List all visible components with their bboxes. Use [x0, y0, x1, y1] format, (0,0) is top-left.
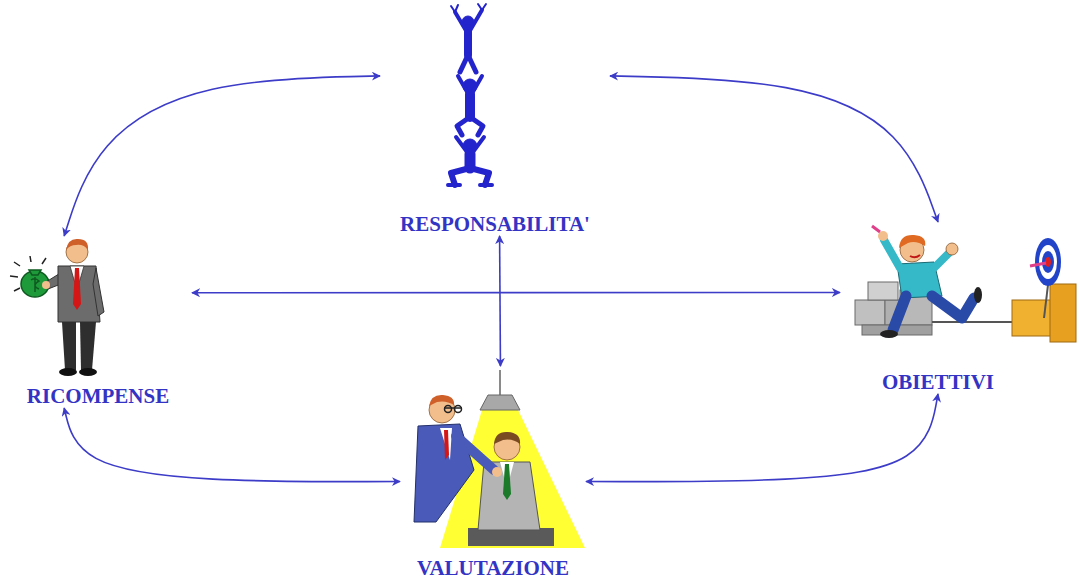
target-figure: [1012, 238, 1076, 342]
interrogation-figure-part: [445, 406, 452, 413]
dart-thrower-figure-part: [899, 235, 925, 248]
double-arrow: [64, 76, 380, 236]
target-figure-part: [1035, 238, 1061, 286]
businessman-figure: [10, 239, 104, 376]
dart-thrower-figure-part: [974, 287, 982, 303]
acrobats-figure-part: [455, 10, 482, 34]
acrobats-figure-part: [458, 76, 482, 97]
businessman-figure-part: [29, 270, 41, 275]
acrobats-figure-part: [448, 183, 492, 187]
interrogation-figure-part: [499, 370, 501, 395]
businessman-figure-part: [66, 239, 88, 250]
businessman-figure-part: [31, 277, 39, 292]
interrogation-figure-part: [444, 407, 462, 409]
interrogation-figure-part: [480, 395, 520, 410]
businessman-figure-part: [42, 281, 50, 289]
dart-thrower-figure-part: [893, 296, 906, 330]
interrogation-figure: [414, 370, 585, 548]
figure-label: RESPONSABILITA': [400, 212, 590, 236]
figure-label: VALUTAZIONE: [417, 556, 569, 580]
double-arrow: [192, 292, 840, 294]
labelled-figure: RESPONSABILITA': [380, 4, 610, 236]
interrogation-figure-part: [456, 436, 494, 470]
labelled-figure: OBIETTIVI: [840, 222, 1036, 394]
target-figure-part: [1045, 257, 1051, 267]
interrogation-figure-part: [478, 462, 540, 530]
dart-thrower-figure-part: [932, 296, 974, 318]
businessman-figure-part: [21, 271, 49, 297]
interrogation-figure-part: [444, 430, 449, 460]
businessman-figure-part: [62, 322, 76, 370]
acrobats-figure-part: [456, 137, 484, 156]
interrogation-figure-part: [503, 464, 511, 500]
dart-thrower-figure-part: [946, 243, 958, 255]
double-arrow: [610, 76, 938, 222]
dart-thrower-figure-part: [868, 282, 898, 300]
acrobats-figure-part: [460, 55, 476, 72]
dart-thrower-figure-part: [934, 252, 950, 268]
labelled-figure: RICOMPENSE: [4, 236, 192, 408]
figure-label: OBIETTIVI: [882, 370, 994, 394]
businessman-figure-part: [58, 266, 100, 322]
interrogation-figure-part: [455, 406, 462, 413]
figure-label: RICOMPENSE: [27, 384, 169, 408]
interrogation-figure-part: [492, 467, 502, 477]
dart-thrower-figure-part: [855, 300, 885, 325]
dart-thrower-figure-part: [910, 255, 920, 257]
acrobats-figure-part: [451, 168, 489, 185]
dart-thrower-figure-part: [880, 330, 898, 338]
double-arrow: [586, 394, 938, 482]
interrogation-figure-part: [429, 395, 454, 406]
interrogation-figure-part: [440, 428, 452, 460]
interrogation-figure-part: [468, 528, 554, 546]
businessman-figure-part: [59, 368, 77, 376]
acrobats-figure-part: [451, 4, 486, 12]
double-arrow: [499, 236, 501, 366]
target-figure-part: [1044, 285, 1048, 318]
businessman-figure-part: [93, 268, 104, 316]
interrogation-figure-part: [494, 432, 520, 444]
target-figure-part: [1050, 284, 1076, 342]
acrobats-figure-part: [457, 117, 483, 135]
businessman-figure-part: [73, 268, 81, 310]
acrobats-figure: [448, 4, 492, 185]
target-figure-part: [1030, 263, 1046, 266]
labelled-figure: VALUTAZIONE: [400, 366, 586, 580]
target-figure-part: [1039, 245, 1057, 279]
businessman-figure-part: [79, 368, 97, 376]
dart-thrower-figure: [855, 226, 1035, 338]
double-arrow: [64, 408, 400, 482]
dart-thrower-figure-part: [884, 240, 900, 268]
businessman-figure-part: [80, 322, 96, 370]
dart-thrower-figure-part: [872, 226, 880, 232]
